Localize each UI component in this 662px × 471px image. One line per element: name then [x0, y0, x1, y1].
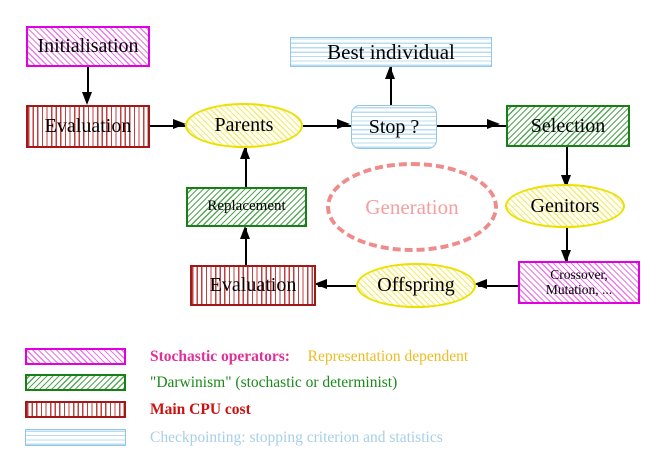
arrowhead-selection-to-genitors [561, 175, 571, 188]
arrowhead-genitors-to-crossover [561, 250, 571, 263]
legend-label-checkpointing: Checkpointing: stopping criterion and st… [150, 428, 443, 446]
legend-label-representation-dependent: Representation dependent [307, 347, 469, 365]
evaluation-top-label: Evaluation [44, 115, 132, 137]
connector-init-to-evaluation [87, 67, 89, 99]
best-individual-label: Best individual [327, 39, 455, 64]
offspring-label: Offspring [377, 274, 455, 296]
generation-label: Generation [365, 194, 459, 219]
node-initialisation[interactable]: Initialisation [26, 26, 150, 67]
connector-stop-to-best-individual [390, 66, 392, 106]
connector-genitors-to-crossover [566, 226, 568, 262]
connector-offspring-to-evaluation [318, 285, 360, 287]
node-replacement[interactable]: Replacement [186, 187, 307, 227]
legend-swatch-magenta-diagonal-hatch-icon [25, 348, 126, 365]
connector-stop-to-selection [437, 125, 507, 127]
legend-row-darwinism: "Darwinism" (stochastic or determinist) [25, 373, 397, 392]
legend-text-stochastic: Stochastic operators: Representation dep… [150, 348, 468, 366]
arrowhead-stop-to-best-individual [385, 66, 395, 79]
connector-crossover-to-offspring [478, 285, 520, 287]
node-stop[interactable]: Stop ? [351, 105, 437, 149]
arrowhead-crossover-to-offspring [474, 279, 487, 289]
legend-swatch-green-diagonal-hatch-icon [25, 374, 126, 391]
arrowhead-evaluation-to-parents [173, 119, 186, 129]
node-selection[interactable]: Selection [506, 105, 630, 147]
connector-selection-to-genitors [566, 147, 568, 187]
initialisation-label: Initialisation [37, 35, 139, 57]
legend-label-main-cpu-cost: Main CPU cost [150, 400, 251, 418]
parents-label: Parents [214, 114, 274, 136]
legend-label-stochastic-operators: Stochastic operators: [150, 347, 290, 365]
arrowhead-replacement-to-parents [240, 146, 250, 159]
connector-replacement-to-parents [245, 148, 247, 188]
arrowhead-parents-to-stop [337, 119, 350, 129]
node-offspring[interactable]: Offspring [356, 263, 476, 308]
generation-cycle-ellipse: Generation [326, 162, 498, 252]
evaluation-bottom-label: Evaluation [209, 274, 297, 296]
legend-row-checkpointing: Checkpointing: stopping criterion and st… [25, 428, 443, 447]
crossover-label-line2: Mutation, ... [545, 281, 613, 297]
connector-evaluation-to-parents [150, 125, 190, 127]
legend-swatch-blue-horizontal-hatch-icon [25, 429, 126, 446]
legend-row-cpu-cost: Main CPU cost [25, 400, 251, 419]
stop-label: Stop ? [368, 115, 420, 138]
legend-swatch-red-vertical-hatch-icon [25, 401, 126, 418]
arrowhead-offspring-to-evaluation [314, 279, 327, 289]
connector-parents-to-stop [303, 125, 351, 127]
node-crossover-mutation[interactable]: Crossover, Mutation, ... [518, 261, 640, 304]
node-best-individual[interactable]: Best individual [290, 37, 492, 67]
arrowhead-stop-to-selection [487, 119, 500, 129]
replacement-label: Replacement [207, 198, 286, 215]
node-evaluation-top[interactable]: Evaluation [26, 105, 150, 148]
crossover-label-line1: Crossover, [550, 267, 608, 283]
node-evaluation-bottom[interactable]: Evaluation [190, 265, 316, 306]
selection-label: Selection [530, 114, 606, 137]
legend-row-stochastic: Stochastic operators: Representation dep… [25, 347, 468, 366]
arrowhead-evaluation-to-replacement [240, 226, 250, 239]
node-genitors[interactable]: Genitors [505, 184, 625, 228]
arrowhead-init-to-evaluation [82, 92, 92, 105]
connector-evaluation-to-replacement [245, 228, 247, 266]
legend-label-darwinism: "Darwinism" (stochastic or determinist) [150, 373, 398, 391]
node-parents[interactable]: Parents [185, 103, 303, 148]
genitors-label: Genitors [530, 194, 600, 217]
